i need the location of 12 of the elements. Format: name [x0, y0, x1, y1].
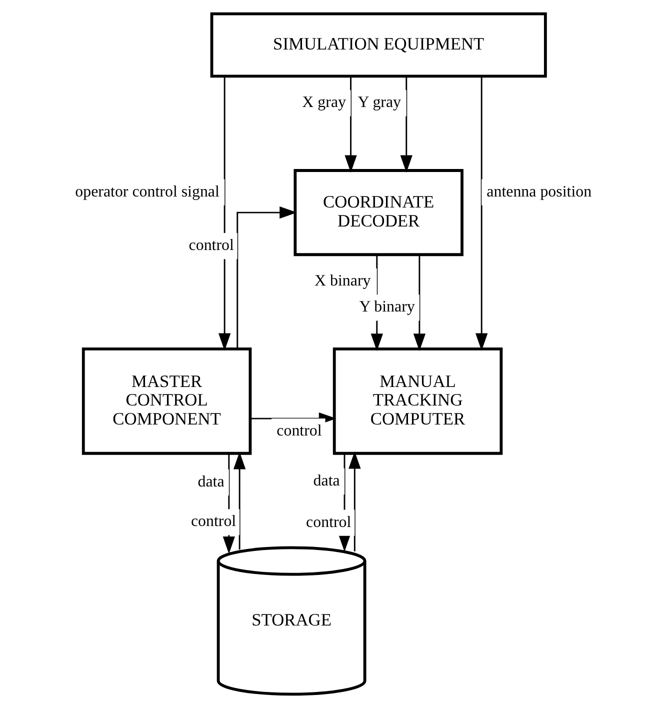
edge-label: X binary — [314, 272, 370, 290]
edge-label: X gray — [302, 94, 346, 112]
edge-label: control — [306, 514, 351, 531]
edge-label: operator control signal — [74, 183, 219, 200]
edge-label: antenna position — [486, 183, 592, 200]
edge-label: control — [190, 513, 236, 530]
edge-label: data — [197, 473, 224, 490]
edge-label: control — [188, 237, 234, 254]
edge-label: control — [276, 422, 322, 440]
edge-label: Y gray — [357, 94, 401, 112]
edge-label: Y binary — [358, 298, 414, 316]
edge-label: data — [312, 472, 340, 490]
